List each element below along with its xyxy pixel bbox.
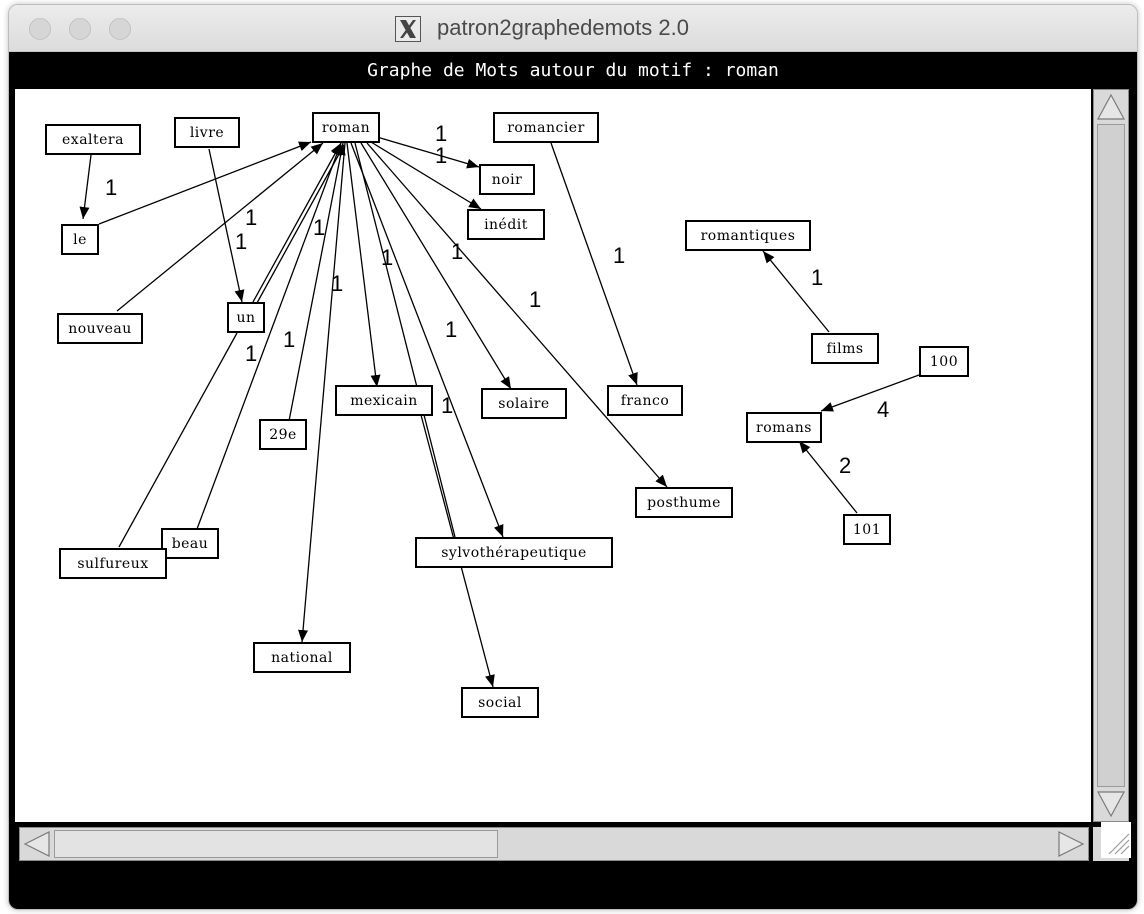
scroll-right-arrow-icon[interactable] [1056,829,1086,859]
node-livre[interactable]: livre [174,117,240,148]
node-100[interactable]: 100 [919,346,969,377]
graph-canvas[interactable]: exaltera livre roman romancier noir inéd… [15,89,1091,822]
edge-roman-sylvo-b [354,142,456,538]
edge-weight-label: 1 [245,341,258,366]
resize-grip[interactable] [1101,822,1131,858]
scroll-up-arrow-icon[interactable] [1096,92,1126,122]
node-beau[interactable]: beau [161,528,219,559]
edge-exaltera-le [79,154,92,220]
edge-29e-roman [288,142,346,422]
node-national[interactable]: national [253,642,351,673]
edge-films-romantiques [762,250,830,333]
edge-weight-label: 1 [105,175,118,200]
scroll-down-arrow-icon[interactable] [1096,789,1126,819]
node-29e[interactable]: 29e [259,419,307,450]
edge-101-romans [798,440,858,514]
edge-roman-sylvotherapeutique [350,142,504,538]
scroll-left-arrow-icon[interactable] [22,829,52,859]
edge-le-roman [98,141,312,225]
edge-beau-roman [196,142,342,530]
vertical-scrollbar[interactable] [1093,89,1129,822]
resize-grip-icon [1108,833,1130,855]
app-content: Graphe de Mots autour du motif : roman [9,52,1137,909]
app-window: patron2graphedemots 2.0 Graphe de Mots a… [8,4,1138,910]
node-romancier[interactable]: romancier [493,112,599,143]
minimize-window-button[interactable] [69,18,91,40]
edge-weight-label: 1 [613,243,626,268]
edge-weight-label: 4 [877,397,890,422]
edge-weight-label: 1 [441,393,454,418]
node-franco[interactable]: franco [607,385,683,416]
vertical-scroll-thumb[interactable] [1097,124,1125,787]
edge-weight-label: 1 [245,205,258,230]
window-title: patron2graphedemots 2.0 [437,15,689,40]
node-mexicain[interactable]: mexicain [335,385,433,416]
edge-weight-label: 1 [435,143,448,168]
node-social[interactable]: social [461,687,539,718]
edge-roman-inedit [370,141,482,210]
close-window-button[interactable] [29,18,51,40]
edge-roman-mexicain [346,142,381,388]
edge-weight-label: 1 [381,245,394,270]
node-films[interactable]: films [811,333,879,364]
node-sulfureux[interactable]: sulfureux [59,548,167,579]
edge-nouveau-roman [116,142,324,312]
node-un[interactable]: un [227,302,265,333]
node-101[interactable]: 101 [843,514,891,545]
edge-weight-label: 1 [435,121,448,146]
edge-un-roman-b [256,144,345,304]
edge-sulfureux-un [118,332,238,548]
edge-weight-label: 1 [331,271,344,296]
edge-un-roman [252,142,342,303]
zoom-window-button[interactable] [109,18,131,40]
edge-weight-label: 1 [811,265,824,290]
horizontal-scrollbar[interactable] [19,827,1089,861]
node-romans[interactable]: romans [746,412,822,443]
edge-romancier-franco [550,142,638,386]
edge-weight-label: 1 [283,327,296,352]
edge-weight-label: 1 [235,229,248,254]
x11-logo-icon [400,20,416,38]
edge-weight-label: 1 [445,317,458,342]
title-bar[interactable]: patron2graphedemots 2.0 [9,5,1137,52]
edge-roman-solaire [360,142,512,390]
node-le[interactable]: le [61,224,99,255]
node-inedit[interactable]: inédit [467,209,545,240]
edge-livre-un [208,148,245,303]
node-noir[interactable]: noir [479,164,535,195]
node-solaire[interactable]: solaire [481,388,567,419]
node-nouveau[interactable]: nouveau [57,313,143,344]
edge-roman-national [298,142,346,643]
graph-edges [79,136,920,688]
edge-roman-posthume [366,142,668,488]
edge-100-romans [820,374,920,412]
edge-weight-label: 1 [313,215,326,240]
graph-header: Graphe de Mots autour du motif : roman [367,60,779,81]
node-sylvotherapeutique[interactable]: sylvothérapeutique [415,537,613,568]
node-posthume[interactable]: posthume [635,487,733,518]
edge-roman-noir [376,136,480,169]
horizontal-scroll-thumb[interactable] [54,830,498,858]
node-roman[interactable]: roman [312,112,380,143]
node-exaltera[interactable]: exaltera [45,124,141,155]
edge-weight-label: 1 [529,287,542,312]
edge-weight-label: 1 [451,239,464,264]
node-romantiques[interactable]: romantiques [685,220,811,251]
x11-app-icon [395,16,421,42]
edge-weight-label: 2 [839,453,852,478]
